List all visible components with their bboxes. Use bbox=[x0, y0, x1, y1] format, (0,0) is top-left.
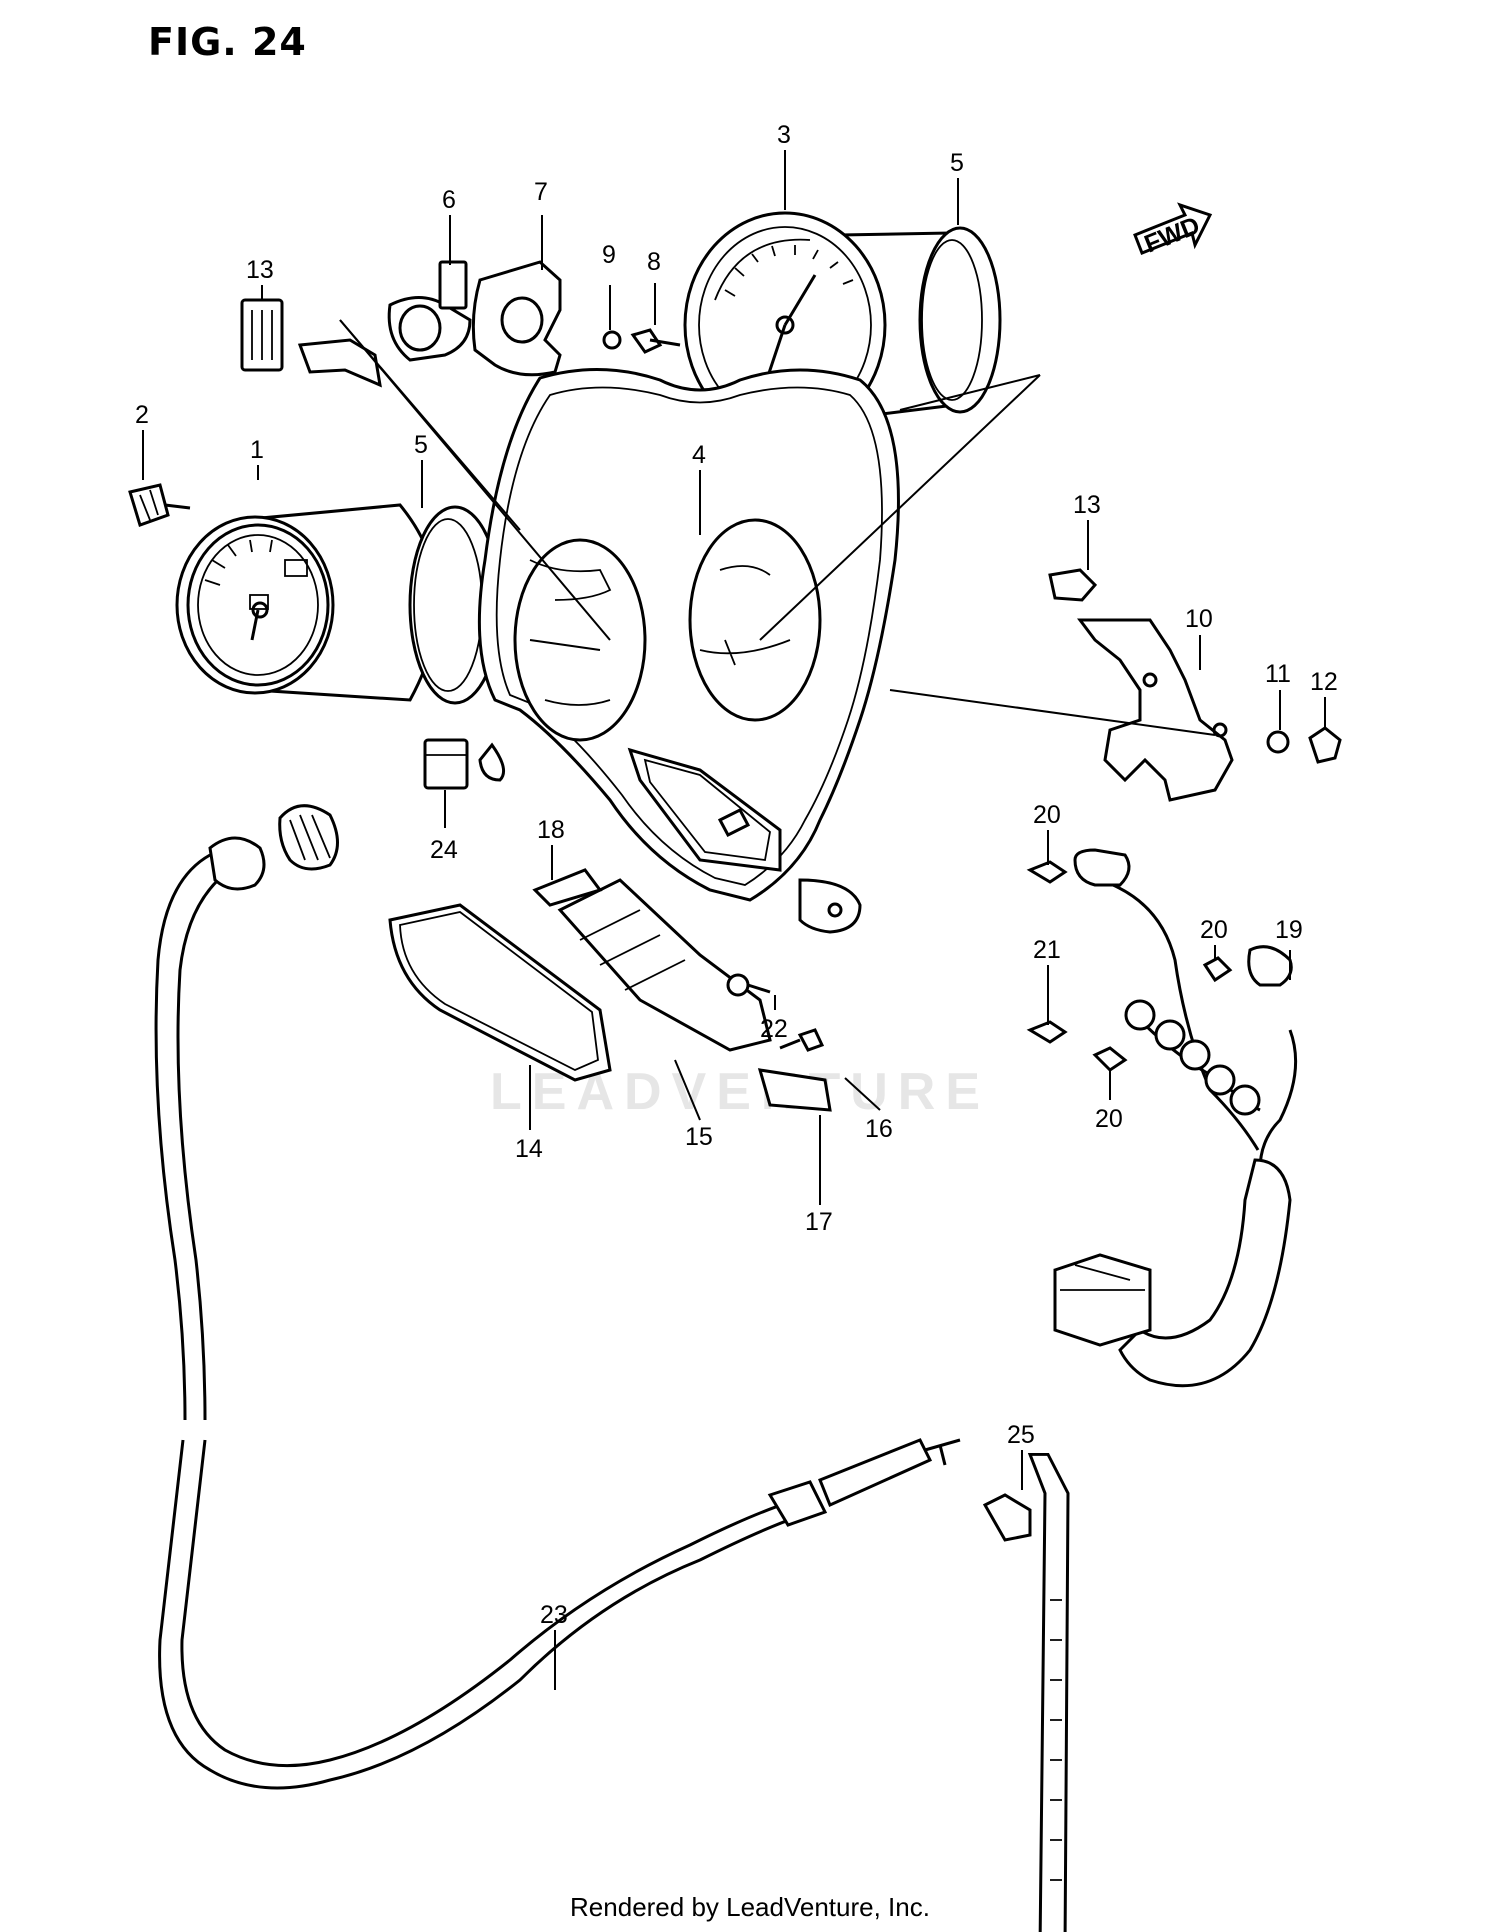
figure-title: FIG. 24 bbox=[148, 20, 307, 64]
callout-17: 17 bbox=[805, 1208, 833, 1236]
callout-18: 18 bbox=[537, 816, 565, 844]
callout-25: 25 bbox=[1007, 1421, 1035, 1449]
fwd-arrow: FWD bbox=[1133, 202, 1213, 259]
right-bracket-parts bbox=[1048, 568, 1342, 802]
callout-14: 14 bbox=[515, 1135, 543, 1163]
callout-11: 11 bbox=[1265, 660, 1291, 688]
cable-tie bbox=[982, 1452, 1070, 1932]
callout-20-middle: 20 bbox=[1200, 916, 1228, 944]
assembly-leader-lines bbox=[339, 319, 1216, 736]
callout-numbers: 1 2 3 4 5 5 6 7 8 9 10 11 12 13 13 14 15… bbox=[135, 121, 1338, 1629]
callout-23: 23 bbox=[540, 1601, 568, 1629]
footer-credit: Rendered by LeadVenture, Inc. bbox=[570, 1892, 930, 1922]
callout-9: 9 bbox=[602, 241, 616, 269]
callout-5-tachometer: 5 bbox=[950, 149, 964, 177]
callout-21: 21 bbox=[1033, 936, 1061, 964]
wiring-harness bbox=[1026, 848, 1298, 1388]
callout-16: 16 bbox=[865, 1115, 893, 1143]
speedometer-cable bbox=[154, 804, 961, 1790]
upper-bracket-parts bbox=[240, 260, 681, 388]
callout-7: 7 bbox=[534, 178, 548, 206]
callout-24: 24 bbox=[430, 836, 458, 864]
speedometer bbox=[128, 483, 502, 705]
indicator-panel-parts bbox=[388, 738, 832, 1112]
callout-13-right: 13 bbox=[1073, 491, 1101, 519]
fwd-label: FWD bbox=[1140, 211, 1203, 258]
callout-1: 1 bbox=[250, 436, 264, 464]
callout-20-top: 20 bbox=[1033, 801, 1061, 829]
callout-19: 19 bbox=[1275, 916, 1303, 944]
callout-leaders bbox=[142, 150, 1326, 1690]
callout-13-upper: 13 bbox=[246, 256, 274, 284]
meter-case bbox=[477, 368, 900, 934]
callout-22: 22 bbox=[760, 1015, 788, 1043]
callout-3: 3 bbox=[777, 121, 791, 149]
callout-10: 10 bbox=[1185, 605, 1213, 633]
callout-4: 4 bbox=[692, 441, 706, 469]
callout-2: 2 bbox=[135, 401, 149, 429]
callout-12: 12 bbox=[1310, 668, 1338, 696]
callout-20-bottom: 20 bbox=[1095, 1105, 1123, 1133]
callout-6: 6 bbox=[442, 186, 456, 214]
tachometer bbox=[683, 211, 1002, 439]
callout-8: 8 bbox=[647, 248, 661, 276]
callout-15: 15 bbox=[685, 1123, 713, 1151]
callout-5-speedometer: 5 bbox=[414, 431, 428, 459]
